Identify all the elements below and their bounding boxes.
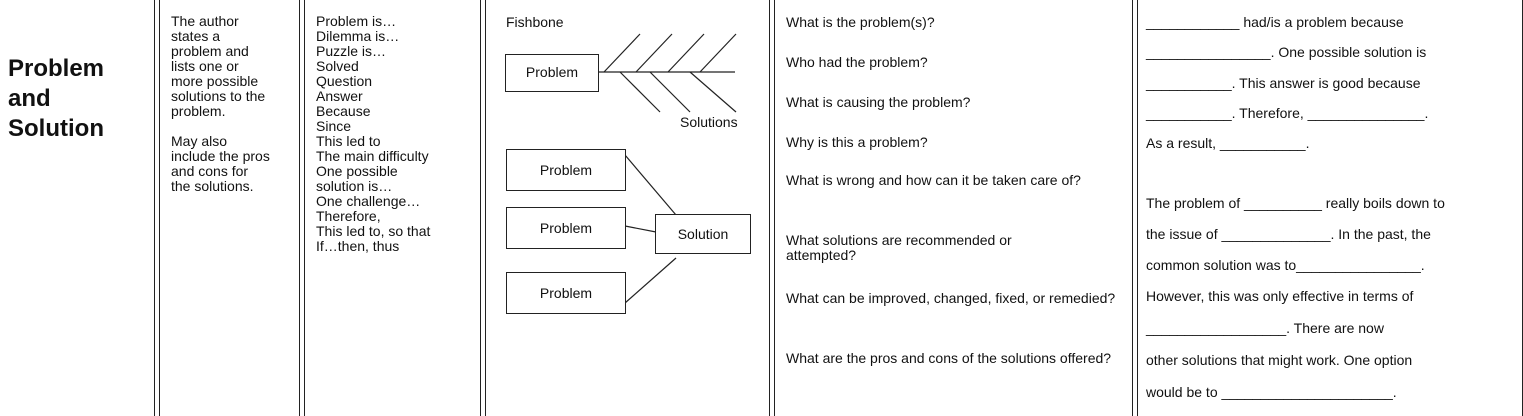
graphic-label: Fishbone [506, 14, 564, 30]
sentence-frame: the issue of ______________. In the past… [1146, 226, 1431, 242]
column-divider [1132, 0, 1138, 416]
sentence-frame: common solution was to________________. [1146, 257, 1425, 273]
sentence-frame: other solutions that might work. One opt… [1146, 352, 1413, 368]
column-divider [154, 0, 160, 416]
question: What is wrong and how can it be taken ca… [786, 172, 1081, 188]
question: What is the problem(s)? [786, 14, 935, 30]
description: The author states a problem and lists on… [171, 13, 270, 194]
sentence-frame: ___________. Therefore, _______________. [1146, 105, 1429, 121]
question: What is causing the problem? [786, 94, 971, 110]
question: Why is this a problem? [786, 134, 928, 150]
sentence-frame: would be to ______________________. [1146, 384, 1397, 400]
problem-box: Problem [506, 207, 626, 249]
signal-words: Problem is… Dilemma is… Puzzle is… Solve… [316, 13, 431, 254]
column-divider [769, 0, 775, 416]
sentence-frame: However, this was only effective in term… [1146, 288, 1414, 304]
row-title: Problem and Solution [8, 55, 105, 142]
question: What can be improved, changed, fixed, or… [786, 290, 1116, 306]
sentence-frame: ___________. This answer is good because [1146, 75, 1421, 91]
sentence-frame: ____________ had/is a problem because [1146, 14, 1404, 30]
question: Who had the problem? [786, 54, 928, 70]
problem-box: Problem [506, 272, 626, 314]
question: What solutions are recommended or attemp… [786, 232, 1012, 263]
sentence-frame: As a result, ___________. [1146, 135, 1310, 151]
fishbone-problem-box: Problem [505, 54, 599, 92]
column-divider [480, 0, 486, 416]
question: What are the pros and cons of the soluti… [786, 350, 1112, 366]
solution-box: Solution [655, 214, 751, 254]
sentence-frame: __________________. There are now [1146, 320, 1384, 336]
problem-box: Problem [506, 149, 626, 191]
sentence-frame: The problem of __________ really boils d… [1146, 195, 1445, 211]
fishbone-solutions-label: Solutions [680, 114, 738, 130]
sentence-frame: ________________. One possible solution … [1146, 44, 1427, 60]
column-divider [299, 0, 305, 416]
